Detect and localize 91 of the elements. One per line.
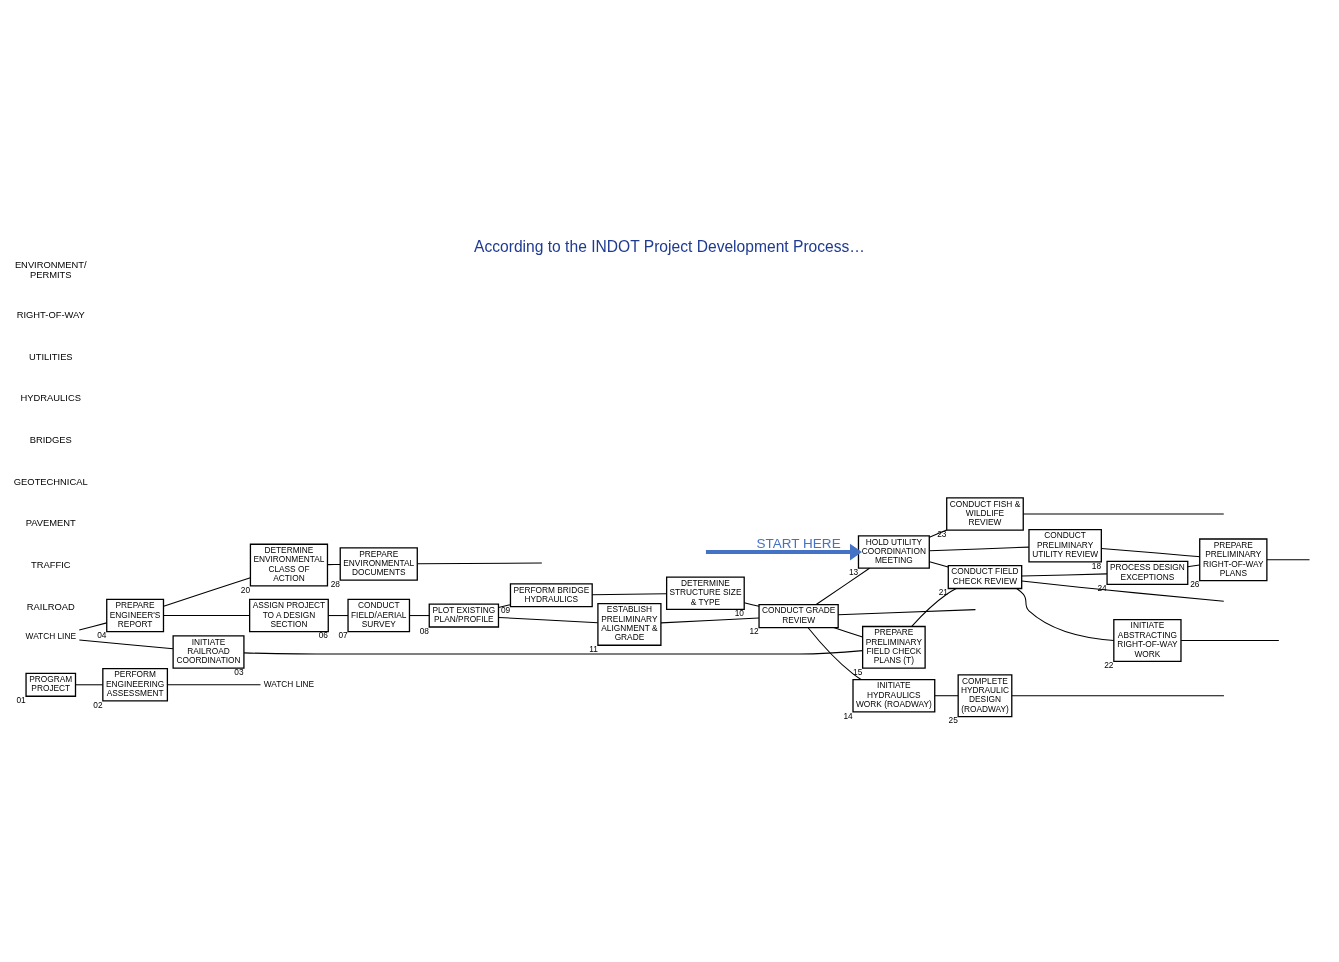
label: UTILITIES [28, 351, 73, 362]
node-label: 13 [848, 566, 859, 577]
node-box: CONDUCT FIELD CHECK REVIEW [947, 564, 1023, 589]
node-label: 11 [589, 643, 598, 654]
diagram-title: According to the INDOT Project Development Process… [474, 237, 865, 255]
connector [166, 683, 261, 685]
connector [807, 626, 862, 680]
connector [928, 546, 1030, 551]
connector [1180, 639, 1280, 641]
node-box: PLOT EXISTING PLAN/PROFILE [428, 602, 500, 628]
node-label: 21 [938, 586, 948, 597]
connector [934, 694, 959, 696]
node-label: 25 [948, 714, 958, 725]
connector [163, 576, 251, 607]
node-box: COMPLETE HYDRAULIC DESIGN (ROADWAY) [957, 673, 1013, 717]
connector [1016, 587, 1115, 641]
node-label: 28 [330, 578, 340, 589]
connector [911, 587, 957, 627]
connector [660, 617, 760, 623]
connector [815, 567, 871, 605]
node-box: INITIATE ABSTRACTING RIGHT-OF-WAY WORK [1113, 618, 1182, 662]
label: HYDRAULICS [20, 392, 81, 403]
connector [498, 603, 511, 608]
node-box: INITIATE HYDRAULICS WORK (ROADWAY) [852, 678, 936, 712]
node-label: 18 [1091, 560, 1102, 571]
connector [1021, 580, 1225, 602]
label: BRIDGES [29, 434, 72, 445]
node-box: DETERMINE ENVIRONMENTAL CLASS OF ACTION [249, 543, 329, 587]
connector [416, 562, 543, 564]
node-label: 26 [1190, 578, 1200, 589]
label: RAILROAD [26, 601, 75, 612]
connector [498, 616, 599, 623]
node-box: CONDUCT FIELD/AERIAL SURVEY [347, 598, 411, 632]
connector [1011, 694, 1225, 696]
node-label: 15 [853, 666, 863, 677]
node-label: 04 [97, 629, 107, 640]
connector [243, 649, 864, 655]
connector [163, 614, 250, 616]
arrow [705, 543, 862, 560]
connector [1021, 572, 1108, 577]
node-label: 06 [318, 629, 328, 640]
connector [833, 626, 864, 638]
label: TRAFFIC [31, 559, 71, 570]
node-box: HOLD UTILITY COORDINATION MEETING [857, 534, 930, 569]
node-box: PERFORM ENGINEERING ASSESSMENT [102, 667, 169, 702]
node-label: 20 [240, 584, 251, 595]
connector [1187, 563, 1201, 567]
node-label: 02 [93, 699, 103, 710]
node-text: WATCH LINE [25, 630, 76, 641]
node-box: PREPARE PRELIMINARY FIELD CHECK PLANS (T) [862, 625, 926, 669]
node-box: PERFORM BRIDGE HYDRAULICS [509, 582, 593, 607]
node-box: ESTABLISH PRELIMINARY ALIGNMENT & GRADE [597, 602, 662, 646]
label: RIGHT-OF-WAY [16, 309, 85, 320]
connector [327, 614, 349, 616]
node-label: 03 [234, 666, 244, 677]
node-label: 08 [419, 625, 429, 636]
node-box: PREPARE ENVIRONMENTAL DOCUMENTS [339, 546, 418, 581]
label: ENVIRONMENT/ PERMITS [14, 259, 87, 280]
node-label: 09 [500, 604, 511, 615]
connector [1266, 558, 1311, 560]
connector [409, 614, 430, 616]
node-label: 10 [734, 607, 744, 618]
node-box: CONDUCT PRELIMINARY UTILITY REVIEW [1028, 528, 1102, 563]
node-box: CONDUCT GRADE REVIEW [758, 603, 839, 628]
node-box: PROGRAM PROJECT [25, 672, 77, 697]
node-box: CONDUCT FISH & WILDLIFE REVIEW [946, 496, 1024, 531]
node-label: 07 [338, 629, 348, 640]
connector [78, 639, 174, 649]
connector [928, 560, 949, 567]
node-box: PREPARE ENGINEER'S REPORT [106, 598, 165, 632]
connector [837, 608, 976, 615]
connector [327, 563, 341, 565]
node-box: PROCESS DESIGN EXCEPTIONS [1106, 560, 1189, 585]
connector [75, 683, 104, 685]
edge-label: START HERE [756, 535, 841, 551]
connector [1100, 547, 1201, 557]
connector [743, 601, 760, 607]
connector [591, 592, 668, 595]
node-label: 01 [16, 694, 26, 705]
node-box: ASSIGN PROJECT TO A DESIGN SECTION [249, 598, 329, 632]
connector [1022, 513, 1225, 515]
node-box: INITIATE RAILROAD COORDINATION [172, 634, 245, 669]
node-text: WATCH LINE [263, 678, 315, 689]
node-box: DETERMINE STRUCTURE SIZE & TYPE [666, 575, 745, 610]
connector [78, 621, 108, 631]
node-label: 14 [843, 710, 853, 721]
label: GEOTECHNICAL [13, 476, 88, 487]
node-label: 22 [1104, 659, 1114, 670]
label: PAVEMENT [25, 517, 76, 528]
node-label: 12 [749, 625, 759, 636]
node-box: PREPARE PRELIMINARY RIGHT-OF-WAY PLANS [1199, 537, 1268, 581]
